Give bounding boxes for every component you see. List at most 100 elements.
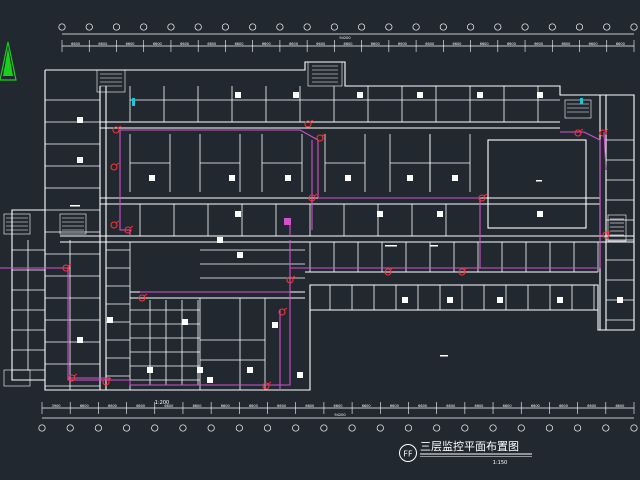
dimension-label: 6600 xyxy=(207,42,216,46)
camera-icon xyxy=(110,220,120,229)
column xyxy=(272,322,278,328)
axis-bubble xyxy=(603,23,611,31)
axis-bubble xyxy=(385,23,393,31)
north-arrow-icon xyxy=(0,41,17,81)
column xyxy=(217,237,223,243)
dimension-label: 6600 xyxy=(221,404,230,408)
dimension-label: 6600 xyxy=(371,42,380,46)
accent-marks xyxy=(132,98,583,106)
dimension-label: 6600 xyxy=(559,404,568,408)
axis-bubble xyxy=(221,23,229,31)
column xyxy=(107,317,113,323)
camera-icon xyxy=(110,162,120,171)
monitor-cabinet xyxy=(284,218,291,225)
column xyxy=(557,297,563,303)
drawing-scale: 1:150 xyxy=(493,460,507,466)
camera-symbols xyxy=(62,119,612,390)
axis-bubble xyxy=(38,424,46,432)
camera-icon xyxy=(112,125,122,134)
camera-icon xyxy=(138,293,148,302)
axis-bubble xyxy=(235,424,243,432)
dimension-label: 6600 xyxy=(80,404,89,408)
structural-columns xyxy=(77,92,623,383)
column xyxy=(247,367,253,373)
bottom-dimension-chain xyxy=(42,407,634,419)
column xyxy=(452,175,458,181)
stair-hatching xyxy=(3,61,627,387)
axis-bubble xyxy=(58,23,66,31)
dimension-label: 6600 xyxy=(480,42,489,46)
axis-bubble xyxy=(376,424,384,432)
camera-icon xyxy=(574,128,584,137)
dimension-label: 6600 xyxy=(452,42,461,46)
camera-icon xyxy=(478,193,488,202)
top-dimension-labels: 6600 6600 6600 6600 6600 6600 6600 6600 6600 6600… xyxy=(71,42,625,46)
drawing-title: 三层监控平面布置图 xyxy=(420,439,519,453)
camera-icon xyxy=(599,128,609,137)
axis-bubble xyxy=(140,23,148,31)
bottom-total-dimension: 94200 xyxy=(334,413,345,417)
axis-bubble xyxy=(602,424,610,432)
dimension-label: 6600 xyxy=(180,42,189,46)
top-total-dimension: 94200 xyxy=(339,36,350,40)
axis-bubble xyxy=(85,23,93,31)
dimension-label: 6600 xyxy=(474,404,483,408)
axis-bubble xyxy=(404,424,413,432)
camera-icon xyxy=(286,275,296,284)
dimension-label: 6600 xyxy=(561,42,570,46)
column xyxy=(77,337,83,343)
axis-bubble xyxy=(467,23,475,31)
dimension-label: 6600 xyxy=(136,404,145,408)
column xyxy=(402,297,408,303)
dimension-label: 6600 xyxy=(262,42,271,46)
dimension-label: 6600 xyxy=(616,42,625,46)
axis-bubble xyxy=(461,424,469,432)
column xyxy=(377,211,383,217)
axis-bubble xyxy=(548,23,556,31)
column xyxy=(285,175,291,181)
camera-icon xyxy=(384,267,394,276)
axis-bubble xyxy=(123,424,131,432)
dimension-label: 6600 xyxy=(334,404,343,408)
inner-scale-label: 1:200 xyxy=(155,400,169,406)
axis-bubble xyxy=(348,424,356,432)
axis-bubble xyxy=(433,424,441,432)
axis-bubble xyxy=(545,424,553,432)
camera-icon xyxy=(278,307,288,316)
camera-icon xyxy=(102,377,112,386)
column xyxy=(147,367,153,373)
column xyxy=(417,92,423,98)
axis-bubble xyxy=(167,23,175,31)
column xyxy=(297,372,303,378)
camera-icon xyxy=(68,373,78,382)
axis-bubble xyxy=(517,424,525,432)
column xyxy=(537,211,543,217)
camera-icon xyxy=(316,133,326,142)
dimension-label: 6600 xyxy=(446,404,455,408)
column xyxy=(497,297,503,303)
column xyxy=(235,92,241,98)
dimension-label: 6600 xyxy=(587,404,596,408)
title-block: FF 三层监控平面布置图 1:150 xyxy=(399,439,532,466)
dimension-label: 6600 xyxy=(305,404,314,408)
dimension-label: 6600 xyxy=(193,404,202,408)
axis-bubble xyxy=(574,424,582,432)
sheet-symbol: FF xyxy=(403,450,413,459)
dimension-label: 6600 xyxy=(98,42,107,46)
axis-bubble xyxy=(66,424,74,432)
dimension-label: 6600 xyxy=(534,42,543,46)
axis-bubble xyxy=(94,424,102,432)
dimension-label: 6600 xyxy=(507,42,516,46)
column xyxy=(77,157,83,163)
dimension-label: 6600 xyxy=(108,404,117,408)
camera-icon xyxy=(458,267,468,276)
axis-bubble xyxy=(303,23,311,31)
dimension-label: 6600 xyxy=(153,42,162,46)
axis-bubble xyxy=(179,424,187,432)
dimension-label: 6600 xyxy=(398,42,407,46)
axis-bubble xyxy=(330,23,338,31)
column xyxy=(235,211,241,217)
axis-bubble xyxy=(263,424,272,432)
column xyxy=(182,319,188,325)
